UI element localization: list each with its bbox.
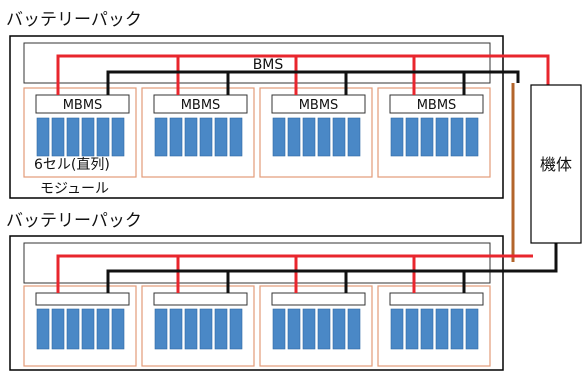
pack-1-mbms-label-2: MBMS (181, 98, 221, 113)
pack-1-module-1-cell-1 (36, 117, 50, 157)
pack-2-module-2-cell-3 (184, 308, 198, 350)
pack-2-module-4-cell-2 (405, 308, 419, 350)
pack-1-module-4-cell-4 (435, 117, 449, 157)
pack-1-module-2-cell-2 (169, 117, 183, 157)
pack-2-module-2-cell-1 (154, 308, 168, 350)
pack-2-mbms-box-3 (271, 292, 366, 306)
pack-1-module-3-cell-1 (272, 117, 286, 157)
pack-2-module-1-cell-4 (81, 308, 95, 350)
pack-1-module-2-cell-6 (229, 117, 243, 157)
module-note-line1: 6セル(直列) (34, 156, 110, 173)
pack-1-module-1-cell-2 (51, 117, 65, 157)
pack-2-module-3-cell-4 (317, 308, 331, 350)
pack-1-module-4-cell-3 (420, 117, 434, 157)
pack-2-red-bus (56, 254, 533, 293)
pack-1-module-4-cell-6 (465, 117, 479, 157)
pack-2-module-3-cell-5 (332, 308, 346, 350)
pack-1-module-1-cell-5 (96, 117, 110, 157)
pack-1-mbms-box-4 (389, 94, 484, 114)
pack-2-module-4-cell-6 (465, 308, 479, 350)
pack-1-module-1-cell-3 (66, 117, 80, 157)
pack-1-black-drops (226, 72, 466, 95)
pack-2-title: バッテリーパック (6, 211, 142, 231)
device-box (530, 84, 582, 244)
pack-1-bms-label: BMS (253, 57, 284, 73)
pack-1-module-1-cell-6 (111, 117, 125, 157)
pack-2-black-drops (226, 271, 466, 293)
pack-1-bms-box (23, 42, 491, 84)
pack-1-module-3-cell-4 (317, 117, 331, 157)
device-label: 機体 (540, 155, 572, 174)
pack-1-mbms-label-1: MBMS (63, 98, 103, 113)
pack-1-module-2-cell-5 (214, 117, 228, 157)
pack-2-module-3-cell-1 (272, 308, 286, 350)
pack-1-red-drops (176, 56, 416, 95)
pack-2-module-2-cell-2 (169, 308, 183, 350)
pack-2-mbms-box-1 (35, 292, 130, 306)
pack-2-red-drops (176, 256, 416, 293)
pack-2-module-3-cell-6 (347, 308, 361, 350)
battery-cells (36, 117, 479, 350)
pack-1-black-bus (106, 70, 520, 95)
pack-2-module-1-cell-5 (96, 308, 110, 350)
pack-2-module-2-cell-5 (214, 308, 228, 350)
pack-1-module-2-cell-3 (184, 117, 198, 157)
pack-2-black-bus (106, 243, 558, 293)
pack-1-module-1-cell-4 (81, 117, 95, 157)
pack-1-module-3-cell-6 (347, 117, 361, 157)
pack-1-module-4-cell-5 (450, 117, 464, 157)
pack-2-module-1-cell-6 (111, 308, 125, 350)
pack-2-module-2-cell-6 (229, 308, 243, 350)
pack-1-red-bus (56, 54, 550, 95)
pack-2-module-4-cell-1 (390, 308, 404, 350)
pack-1-title: バッテリーパック (6, 10, 142, 30)
pack-1-module-2-cell-4 (199, 117, 213, 157)
pack-2-module-1-cell-1 (36, 308, 50, 350)
pack-1-mbms-box-1 (35, 94, 130, 114)
pack-1-module-3-cell-5 (332, 117, 346, 157)
pack-2-module-4-cell-4 (435, 308, 449, 350)
pack-2-mbms-box-2 (153, 292, 248, 306)
pack-1-module-2-cell-1 (154, 117, 168, 157)
pack-2-module-3-cell-3 (302, 308, 316, 350)
pack-1-module-3-cell-3 (302, 117, 316, 157)
pack-2-module-2-cell-4 (199, 308, 213, 350)
pack-1-module-3-cell-2 (287, 117, 301, 157)
module-note-line2: モジュール (40, 181, 109, 197)
pack-1-module-4-cell-2 (405, 117, 419, 157)
pack-2-bms-box (23, 242, 491, 284)
pack-2-module-3-cell-2 (287, 308, 301, 350)
pack-2-module-1-cell-3 (66, 308, 80, 350)
pack-1-frame (9, 35, 504, 199)
pack-1-mbms-label-4: MBMS (417, 98, 457, 113)
pack-2-mbms-box-4 (389, 292, 484, 306)
pack-2-frame (9, 235, 504, 371)
pack-2-module-1-cell-2 (51, 308, 65, 350)
pack-1-mbms-label-3: MBMS (299, 98, 339, 113)
wiring (56, 54, 558, 293)
pack-2-module-4-cell-3 (420, 308, 434, 350)
pack-2-module-4-cell-5 (450, 308, 464, 350)
pack-1-mbms-box-2 (153, 94, 248, 114)
pack-1-mbms-box-3 (271, 94, 366, 114)
pack-1-module-4-cell-1 (390, 117, 404, 157)
